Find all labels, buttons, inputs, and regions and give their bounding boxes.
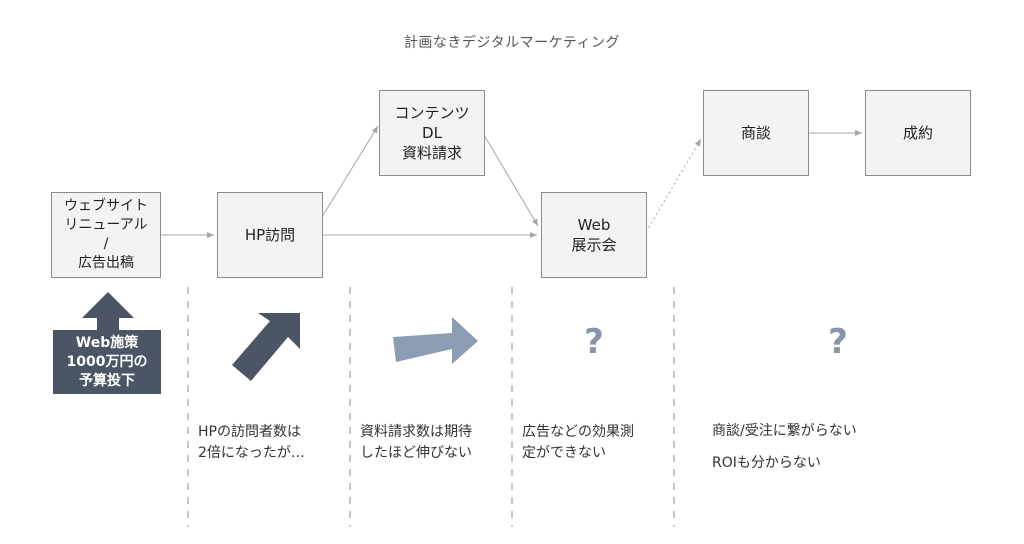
question-mark-effect: ? bbox=[584, 322, 604, 362]
connector-expo-negotiation bbox=[645, 138, 702, 233]
node-hp-visit: HP訪問 bbox=[217, 192, 323, 278]
node-content-dl: コンテンツ DL 資料請求 bbox=[379, 90, 485, 176]
question-mark-deal: ? bbox=[828, 322, 848, 362]
node-web-expo: Web 展示会 bbox=[541, 192, 647, 278]
caption-docs: 資料請求数は期待 したほど伸びない bbox=[360, 424, 472, 461]
connector-content-expo bbox=[483, 134, 539, 227]
diagram-title: 計画なきデジタルマーケティング bbox=[403, 35, 621, 51]
node-renewal: ウェブサイト リニューアル / 広告出稿 bbox=[51, 192, 161, 278]
up-arrow-icon bbox=[82, 292, 134, 330]
diagonal-up-arrow-icon bbox=[232, 313, 300, 381]
node-negotiation: 商談 bbox=[703, 90, 809, 176]
node-contract: 成約 bbox=[865, 90, 971, 176]
caption-deal-2: ROIも分からない bbox=[712, 455, 821, 471]
budget-box: Web施策 1000万円の 予算投下 bbox=[53, 330, 161, 394]
caption-effect: 広告などの効果測 定ができない bbox=[522, 424, 634, 461]
right-arrow-icon bbox=[393, 317, 478, 364]
connector-hp-content bbox=[321, 125, 379, 218]
caption-deal-1: 商談/受注に繋がらない bbox=[712, 423, 857, 439]
caption-hp: HPの訪問者数は 2倍になったが… bbox=[198, 424, 305, 461]
